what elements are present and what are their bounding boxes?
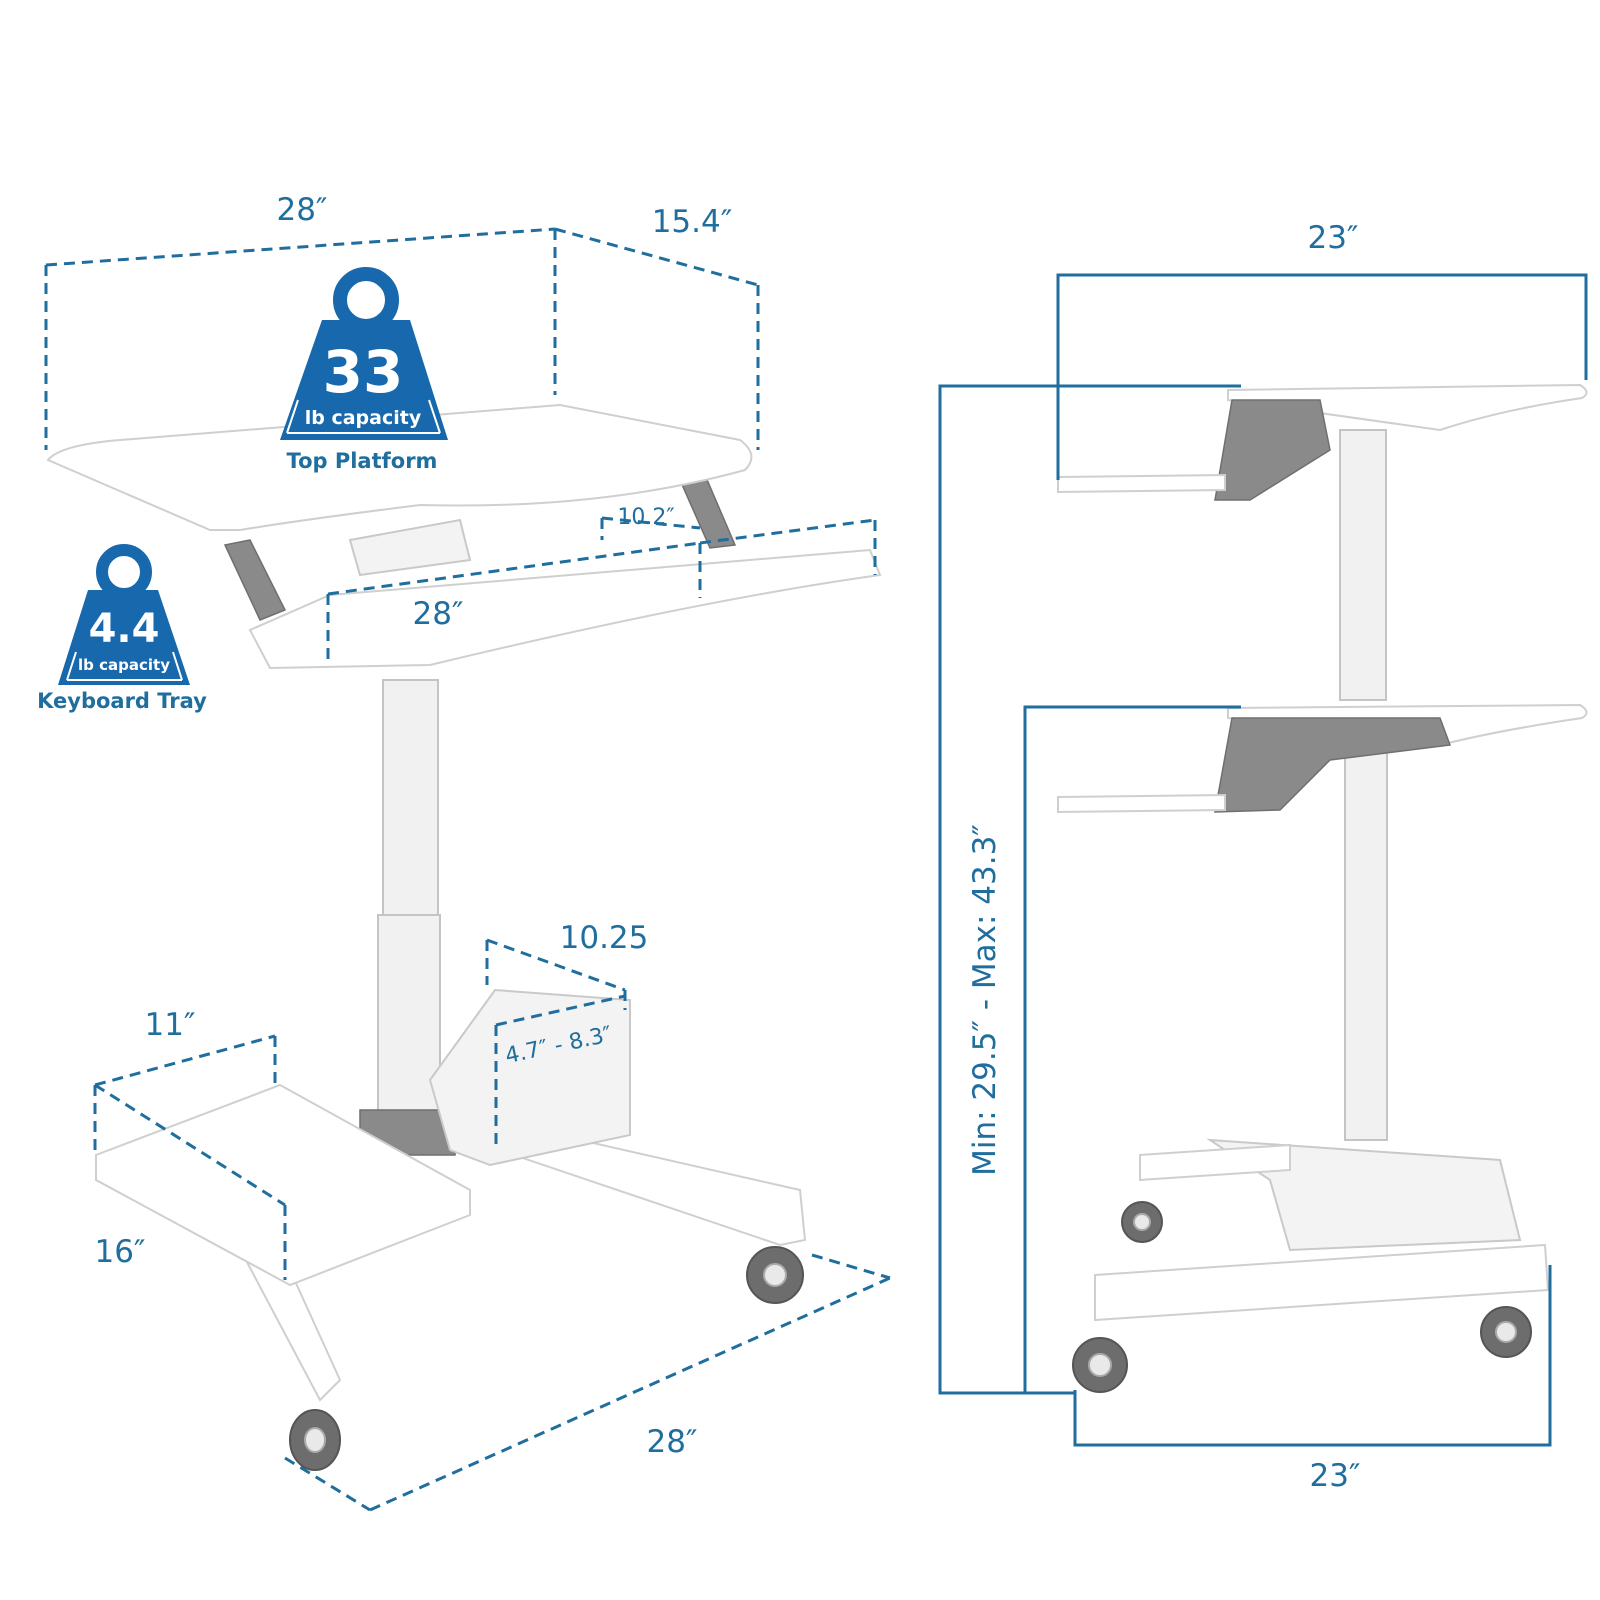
top-width-label: 28″ [276,192,327,228]
side-top-width-label: 23″ [1307,220,1358,256]
cpu-depth-label: 10.25 [560,920,649,956]
base-width-label: 28″ [646,1424,697,1460]
right-bracket [678,474,737,549]
side-lower-tray [1057,793,1226,814]
side-caster-front-left [1072,1337,1128,1393]
height-range-label: Min: 29.5″ - Max: 43.3″ [967,824,1003,1176]
column-lower [377,914,441,1131]
foot-tray [95,1083,471,1287]
side-top-platform [1227,383,1588,432]
keyboard-depth-label: 10.2″ [617,505,674,530]
keyboard-tray-label: Keyboard Tray [37,689,207,713]
keyboard-capacity-unit: lb capacity [78,656,170,674]
side-base-front [1094,1243,1550,1322]
foot-tray-dimensions [93,1034,287,1280]
foot-width-label: 11″ [144,1007,195,1043]
top-platform-dimensions [44,227,760,450]
keyboard-tray-surface [248,548,882,670]
top-capacity-value: 33 [323,338,404,406]
keyboard-tray-dimensions [326,516,877,663]
cpu-holder-dimensions [485,938,627,1145]
side-upper-tray [1057,473,1226,494]
caster-right [746,1246,804,1304]
side-caster-rear [1121,1201,1163,1243]
column-upper [382,679,439,921]
top-platform-badge: 33 lb capacity Top Platform [280,267,448,473]
top-platform-label: Top Platform [287,449,438,473]
side-view-illustration [1057,383,1588,1393]
top-platform-surface [46,403,753,531]
base-dimensions [284,1253,891,1512]
side-upper-bracket [1214,399,1331,501]
upper-mechanism [348,518,472,577]
foot-depth-label: 16″ [94,1234,145,1270]
side-column-lower [1344,739,1388,1141]
top-capacity-unit: lb capacity [305,407,422,429]
cpu-holder [428,988,631,1167]
side-base-width-label: 23″ [1309,1458,1360,1494]
side-base-rear [1139,1143,1291,1182]
desk-illustration [46,403,882,1471]
keyboard-width-label: 28″ [412,596,463,632]
side-lower-bracket [1214,717,1452,813]
side-view-dimensions [938,273,1588,1447]
side-column-upper [1339,429,1387,701]
keyboard-tray-badge: 4.4 lb capacity Keyboard Tray [37,544,207,713]
keyboard-capacity-value: 4.4 [89,606,160,652]
side-caster-front-right [1480,1306,1532,1358]
top-depth-label: 15.4″ [652,204,733,240]
caster-front [289,1409,341,1471]
left-bracket [223,539,287,621]
